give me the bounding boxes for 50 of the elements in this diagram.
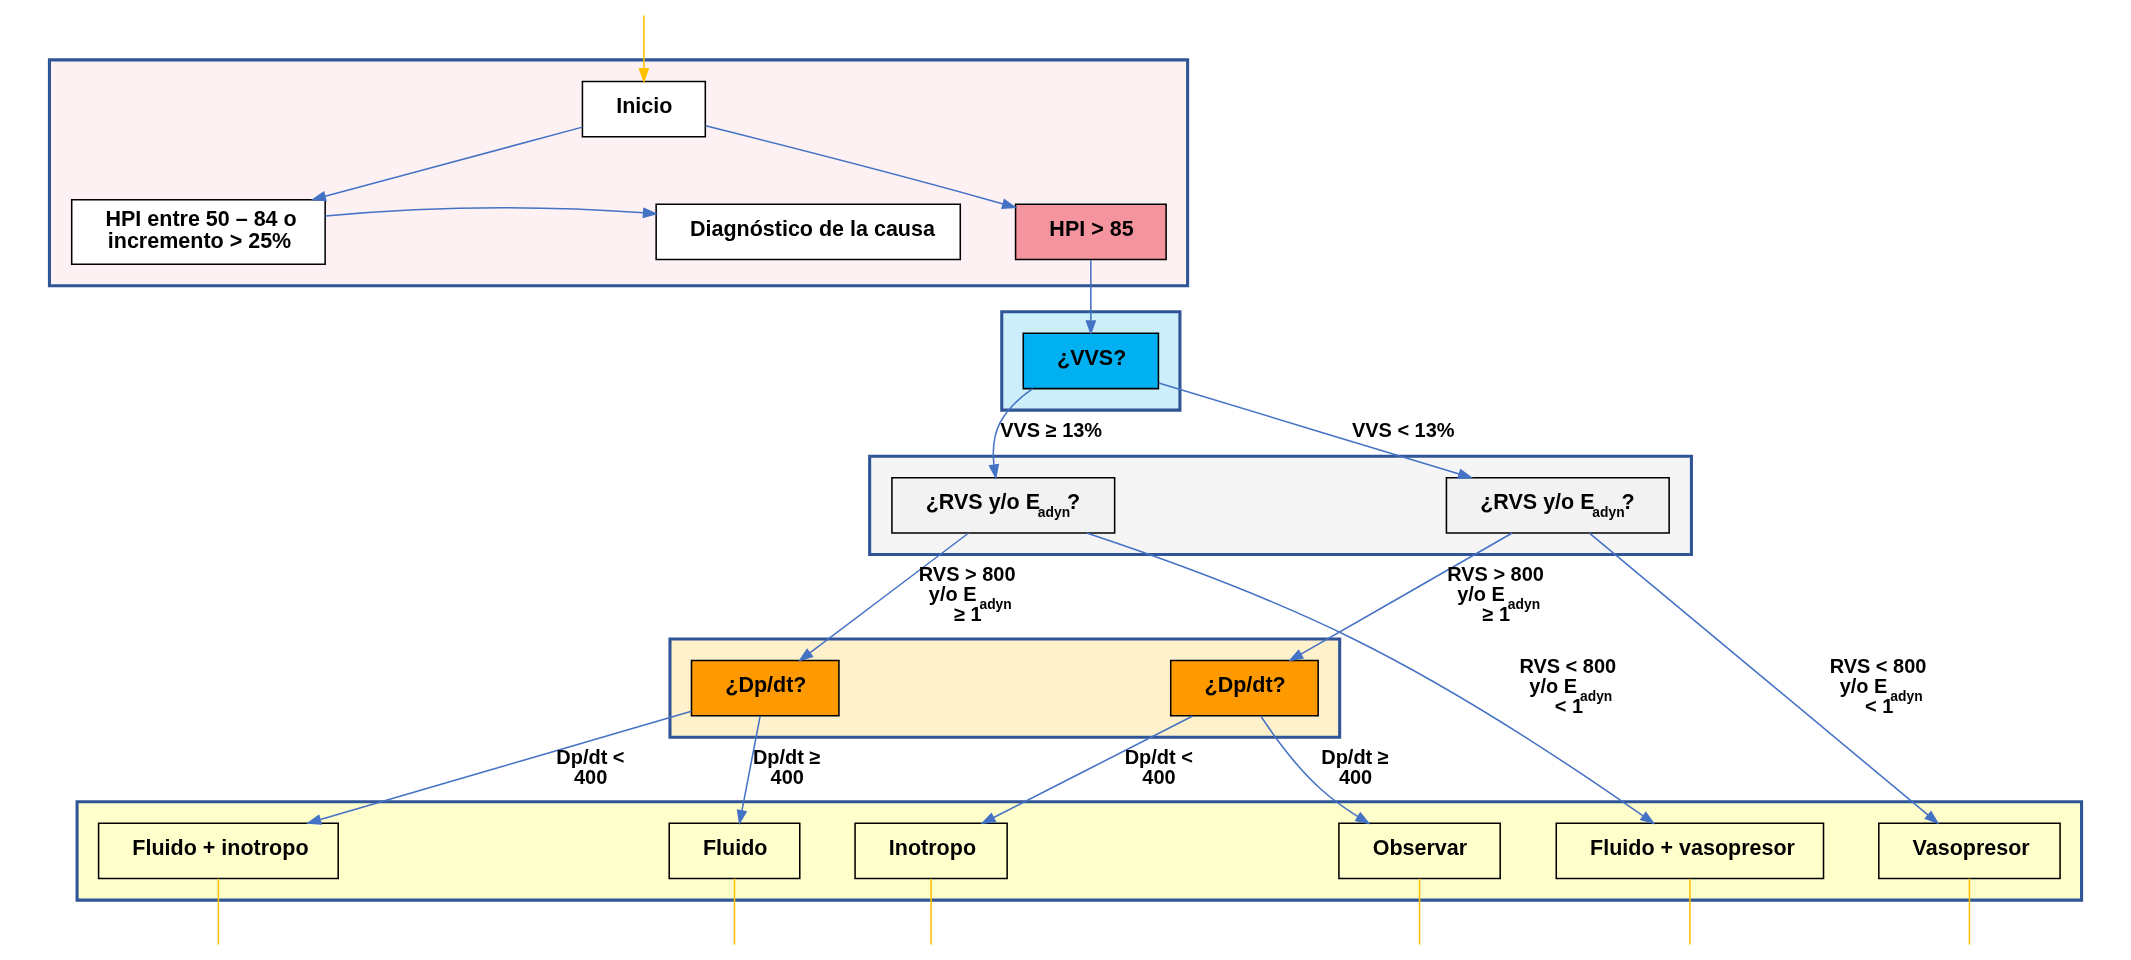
edge-label: RVS > 800 y/o E$_{adyn}$ ≥ 1 (1447, 563, 1544, 626)
edge-label: Dp/dt < 400 (556, 746, 625, 788)
arrow (305, 710, 693, 825)
arrow (736, 715, 761, 826)
arrow (1288, 532, 1513, 662)
node-box: Vasopresor (1878, 822, 2061, 880)
node-box: ¿RVS y/o E$_{adyn}$? (891, 476, 1116, 534)
arrow (638, 14, 650, 84)
cluster (75, 800, 2084, 902)
node-box: HPI > 85 (1014, 203, 1167, 261)
node-box: Observar (1338, 822, 1501, 880)
edge-label: VVS < 13% (1351, 418, 1455, 441)
arrow (988, 387, 1034, 480)
cluster (668, 637, 1342, 739)
node-box: Fluido (668, 822, 801, 880)
connector (1968, 877, 1971, 946)
arrow (798, 532, 970, 662)
arrow (310, 126, 584, 202)
arrow (1085, 259, 1097, 336)
arrow (1588, 532, 1940, 825)
node-box: ¿Dp/dt? (1169, 659, 1319, 717)
node-box: Fluido + inotropo (97, 822, 339, 880)
node-box: Fluido + vasopresor (1555, 822, 1825, 880)
arrow (1085, 532, 1656, 825)
edge-label: RVS < 800 y/o E$_{adyn}$ < 1 (1829, 654, 1927, 717)
arrow (324, 207, 659, 219)
arrow (1157, 382, 1474, 479)
edge-label: RVS > 800 y/o E$_{adyn}$ ≥ 1 (918, 563, 1016, 626)
connector (930, 877, 932, 946)
cluster (1000, 310, 1182, 412)
node-box: HPI entre 50 – 84 o incremento > 25% (70, 198, 326, 265)
edge-label: RVS < 800 y/o E$_{adyn}$ < 1 (1519, 654, 1617, 717)
arrow (980, 715, 1194, 825)
edge-label: Dp/dt ≥ 400 (752, 746, 821, 788)
node-box: ¿RVS y/o E$_{adyn}$? (1445, 476, 1670, 534)
edge-label: Dp/dt ≥ 400 (1321, 746, 1389, 788)
cluster (47, 58, 1190, 288)
node-box: ¿Dp/dt? (690, 659, 840, 717)
node-box: Inicio (581, 80, 707, 138)
connector (1689, 877, 1691, 946)
edge-label: Dp/dt < 400 (1124, 746, 1193, 788)
node-box: ¿VVS? (1022, 332, 1160, 390)
connector (217, 877, 220, 946)
cluster (868, 454, 1693, 557)
arrow (704, 125, 1018, 209)
node-box: Diagnóstico de la causa (655, 203, 962, 261)
connector (733, 877, 736, 946)
edge-label: VVS ≥ 13% (1000, 418, 1103, 441)
node-box: Inotropo (854, 822, 1008, 880)
connector (1418, 877, 1421, 946)
